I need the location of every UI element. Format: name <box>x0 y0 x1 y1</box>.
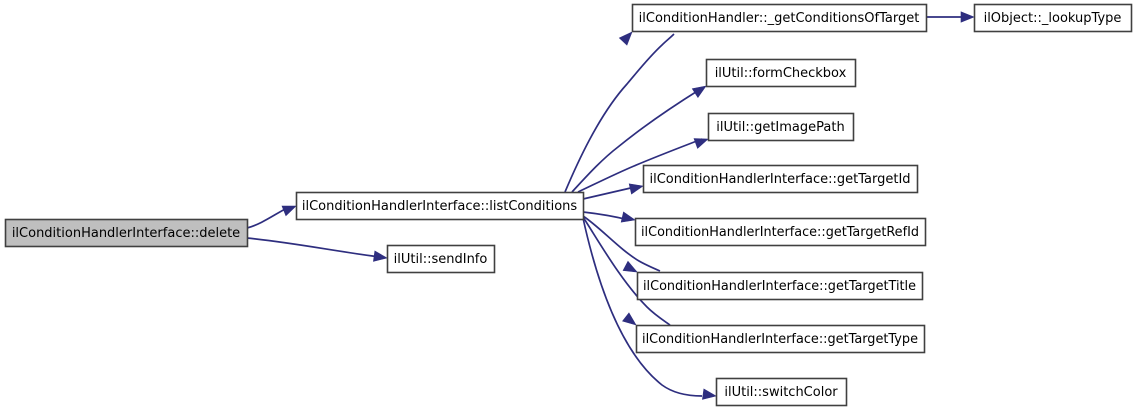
node-label-getTargetTitle: ilConditionHandlerInterface::getTargetTi… <box>643 279 916 294</box>
node-getTargetId[interactable]: ilConditionHandlerInterface::getTargetId <box>642 164 919 194</box>
node-box-getTargetId[interactable] <box>642 164 919 194</box>
node-label-getTargetId: ilConditionHandlerInterface::getTargetId <box>649 172 910 187</box>
node-box-getTargetType[interactable] <box>635 324 926 354</box>
node-getTargetTitle[interactable]: ilConditionHandlerInterface::getTargetTi… <box>636 271 924 301</box>
node-box-switchColor[interactable] <box>715 377 848 407</box>
node-listConditions[interactable]: ilConditionHandlerInterface::listConditi… <box>295 191 585 221</box>
edge-listConditions-to-getImagePath <box>577 138 703 193</box>
node-box-delete[interactable] <box>4 218 249 248</box>
arrow-listConditions-formCheckbox <box>691 85 707 98</box>
arrow-listConditions-getConditionsOfTarget <box>618 31 633 46</box>
edge-listConditions-to-getTargetId <box>582 186 636 200</box>
arrow-delete-sendInfo <box>373 250 388 262</box>
node-box-getImagePath[interactable] <box>707 112 855 142</box>
arrow-getConditionsOfTarget-lookupType <box>960 11 975 23</box>
edge-listConditions-to-switchColor <box>582 217 703 397</box>
edge-listConditions-to-getTargetTitle <box>582 215 661 272</box>
node-box-getTargetRefId[interactable] <box>634 217 927 247</box>
edge-delete-to-sendInfo <box>246 237 381 258</box>
node-sendInfo[interactable]: ilUtil::sendInfo <box>386 244 496 274</box>
node-label-formCheckbox: ilUtil::formCheckbox <box>715 66 847 81</box>
node-label-getConditionsOfTarget: ilConditionHandler::_getConditionsOfTarg… <box>639 11 920 26</box>
node-lookupType[interactable]: ilObject::_lookupType <box>973 3 1133 33</box>
node-label-sendInfo: ilUtil::sendInfo <box>394 252 488 267</box>
edge-listConditions-to-getTargetType <box>582 216 671 326</box>
node-getImagePath[interactable]: ilUtil::getImagePath <box>707 112 855 142</box>
node-label-lookupType: ilObject::_lookupType <box>984 11 1122 26</box>
edge-listConditions-to-getConditionsOfTarget <box>564 33 675 193</box>
arrowhead-layer <box>281 11 975 400</box>
node-label-getTargetRefId: ilConditionHandlerInterface::getTargetRe… <box>641 225 919 240</box>
node-box-getTargetTitle[interactable] <box>636 271 924 301</box>
node-box-formCheckbox[interactable] <box>705 58 857 88</box>
arrow-listConditions-getTargetId <box>628 183 644 195</box>
node-box-getConditionsOfTarget[interactable] <box>631 3 928 33</box>
node-box-listConditions[interactable] <box>295 191 585 221</box>
node-label-listConditions: ilConditionHandlerInterface::listConditi… <box>302 199 578 214</box>
node-box-lookupType[interactable] <box>973 3 1133 33</box>
node-switchColor[interactable]: ilUtil::switchColor <box>715 377 848 407</box>
node-box-sendInfo[interactable] <box>386 244 496 274</box>
arrow-listConditions-getTargetTitle <box>622 260 638 273</box>
arrow-listConditions-getTargetType <box>622 312 637 326</box>
node-layer: ilConditionHandlerInterface::deleteilCon… <box>4 3 1133 407</box>
node-label-delete: ilConditionHandlerInterface::delete <box>12 226 240 241</box>
node-label-switchColor: ilUtil::switchColor <box>724 385 838 400</box>
arrow-listConditions-getImagePath <box>693 138 709 149</box>
node-delete[interactable]: ilConditionHandlerInterface::delete <box>4 218 249 248</box>
node-getTargetRefId[interactable]: ilConditionHandlerInterface::getTargetRe… <box>634 217 927 247</box>
edge-delete-to-listConditions <box>246 206 290 229</box>
node-getConditionsOfTarget[interactable]: ilConditionHandler::_getConditionsOfTarg… <box>631 3 928 33</box>
edge-layer <box>246 16 966 397</box>
arrow-delete-listConditions <box>281 205 297 217</box>
edge-listConditions-to-formCheckbox <box>571 89 700 193</box>
node-formCheckbox[interactable]: ilUtil::formCheckbox <box>705 58 857 88</box>
node-getTargetType[interactable]: ilConditionHandlerInterface::getTargetTy… <box>635 324 926 354</box>
node-label-getTargetType: ilConditionHandlerInterface::getTargetTy… <box>642 332 918 347</box>
arrow-listConditions-getTargetRefId <box>620 211 636 223</box>
node-label-getImagePath: ilUtil::getImagePath <box>716 120 844 135</box>
arrow-listConditions-switchColor <box>702 388 717 400</box>
